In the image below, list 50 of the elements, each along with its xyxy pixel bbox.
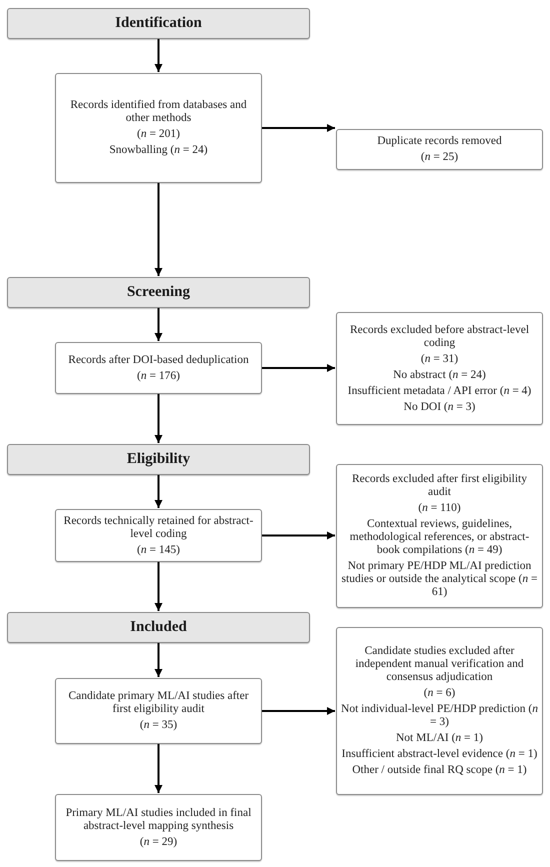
box-text: (n = 145) [137,544,180,556]
arrow [154,308,162,341]
box-text: (n = 201) [137,128,180,141]
stage-header [7,612,310,643]
box-text: (n = 29) [140,836,178,848]
arrow [154,562,162,611]
arrow [154,744,162,793]
process-box [55,509,262,562]
box-text: Records after DOI-based deduplication [68,354,249,366]
stage-title: Included [130,618,187,637]
stage-header [7,8,310,39]
stage-header [7,444,310,475]
process-box [336,129,543,170]
box-text: Contextual reviews, guidelines, methodological references, or abstract-book compilations (n = 49) [348,518,530,557]
stage-title: Eligibility [126,450,190,469]
process-box [336,464,543,608]
box-text: No DOI (n = 3) [404,400,476,414]
process-box [55,342,262,394]
box-text: Not primary PE/HDP ML/AI prediction studies or outside the analytical scope (n = 61) [341,560,538,599]
arrow [154,394,162,443]
process-box [336,312,543,425]
box-text: Snowballing (n = 24) [109,144,208,157]
box-text: Duplicate records removed [377,135,502,148]
arrow [262,124,335,132]
arrow [154,183,162,276]
arrow [262,532,335,540]
box-text: Not ML/AI (n = 1) [396,732,483,745]
arrow [262,707,335,715]
arrow [154,643,162,677]
box-text: (n = 110) [418,502,461,515]
box-text: (n = 25) [420,151,458,164]
box-text: (n = 6) [424,687,456,700]
process-box [336,627,543,795]
box-text: Other / outside final RQ scope (n = 1) [352,764,527,777]
stage-title: Identification [115,14,202,33]
process-box [55,794,262,861]
box-text: Insufficient abstract-level evidence (n = 1) [342,748,538,761]
box-text: Not individual-level PE/HDP prediction (n = 3) [341,703,538,729]
stage-title: Screening [126,283,190,302]
box-text: (n = 35) [140,719,178,732]
arrow [154,475,162,508]
process-box [55,678,262,744]
box-text: Insufficient metadata / API error (n = 4) [348,384,532,398]
box-text: No abstract (n = 24) [393,368,486,382]
arrow [154,39,162,72]
box-text: (n = 176) [137,370,180,382]
arrow [262,364,335,372]
box-text: (n = 31) [420,352,458,366]
stage-header [7,277,310,308]
process-box [55,73,262,183]
